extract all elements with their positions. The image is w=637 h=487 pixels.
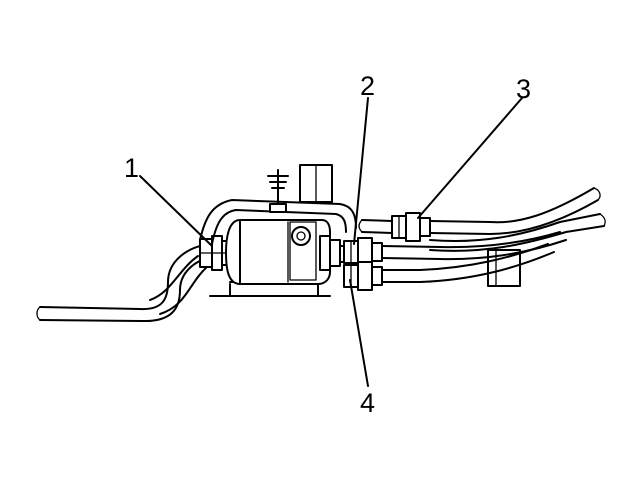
middle-fuel-line: [343, 231, 567, 267]
ground-symbol-icon: [267, 169, 289, 205]
callout-4: 4: [360, 388, 375, 418]
callout-2: 2: [360, 71, 375, 101]
upper-fuel-line: [358, 187, 601, 242]
crossover-line: [429, 213, 606, 252]
callout-1: 1: [124, 153, 139, 183]
lower-fuel-line: [343, 243, 555, 291]
mounting-bracket: [199, 164, 357, 245]
leader-line-3: [417, 97, 523, 219]
left-fuel-line: [36, 243, 211, 323]
callout-3: 3: [516, 74, 531, 104]
leader-line-1: [139, 175, 213, 247]
fuel-filter: [209, 219, 331, 297]
leader-line-4: [349, 279, 369, 387]
leader-line-2: [353, 97, 369, 245]
leader-lines: [139, 97, 523, 387]
